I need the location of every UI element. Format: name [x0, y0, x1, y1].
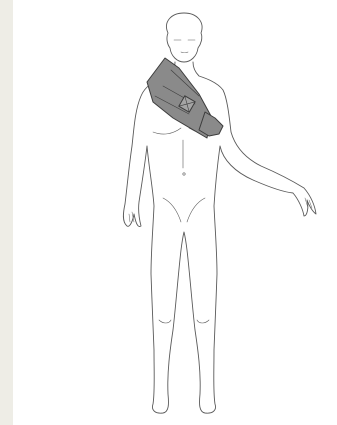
human-figure [13, 0, 337, 425]
knee-lines [159, 320, 209, 323]
body-outline [123, 62, 316, 413]
illustration-panel [13, 0, 337, 425]
finger-lines [129, 198, 312, 222]
shoulder-sling [147, 58, 223, 138]
navel [183, 173, 185, 175]
chest-line-left [153, 128, 181, 134]
face-details [174, 40, 195, 53]
abdomen-lines [163, 140, 205, 222]
head-outline [166, 13, 202, 62]
